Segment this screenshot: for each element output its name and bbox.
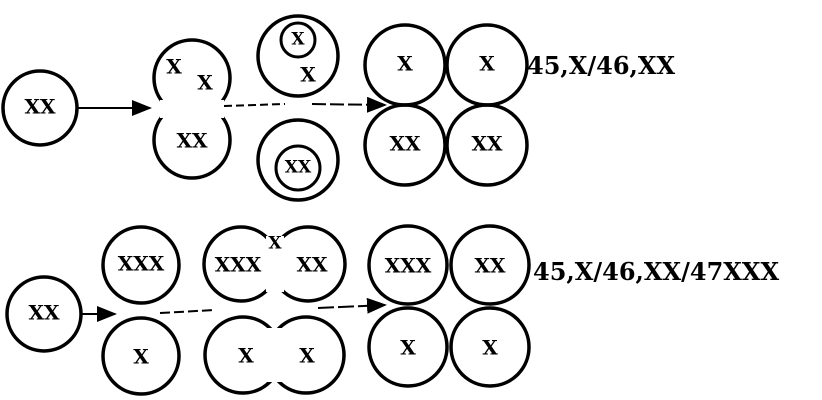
micronucleus xyxy=(279,21,317,59)
cell-label: X xyxy=(166,55,182,79)
zygote-cell xyxy=(1,69,79,147)
cell-label: X xyxy=(482,336,498,360)
arrow xyxy=(223,103,286,107)
karyotype-label: 45,X/46,XX/47XXX xyxy=(533,257,780,286)
karyotype-label: 45,X/46,XX xyxy=(527,51,676,80)
arrow xyxy=(311,96,387,113)
bottom-pathway: XX XXX X XXX X XX X X XXX XX X X 45,X/46… xyxy=(5,224,780,396)
result-cell xyxy=(363,103,447,187)
cell-label: XX xyxy=(389,132,421,156)
top-pathway: XX X X XX X X XX X X XX XX 45,X/46,XX xyxy=(1,14,676,202)
cell-label: X xyxy=(291,30,305,50)
split-cell-bottom xyxy=(101,316,181,396)
cell-label: X xyxy=(397,52,413,76)
result-cell xyxy=(367,224,449,306)
cell-label: XXX xyxy=(385,254,432,278)
daughter-cell-bottom xyxy=(256,118,340,202)
cell-label: X xyxy=(133,345,149,369)
arrow xyxy=(159,309,216,314)
cell-label: X xyxy=(268,234,282,254)
result-cell xyxy=(449,224,531,306)
nucleus xyxy=(274,144,322,192)
cell-label: XX xyxy=(471,132,503,156)
cell-label: X xyxy=(479,52,495,76)
split-cell-top xyxy=(101,225,181,305)
result-cell xyxy=(445,103,529,187)
result-cell xyxy=(367,306,449,388)
cell-label: X xyxy=(299,344,315,368)
arrow xyxy=(317,297,387,314)
zygote-cell xyxy=(5,275,83,353)
cell-label: X xyxy=(238,344,254,368)
cell-label: X xyxy=(400,336,416,360)
cell-label: X xyxy=(197,71,213,95)
result-cell xyxy=(449,306,531,388)
cell-label: XX xyxy=(176,129,208,153)
cell-label: XXX xyxy=(118,252,165,276)
cell-label: XX xyxy=(285,158,312,178)
daughter-cell-top xyxy=(256,14,340,98)
cell-label: X xyxy=(300,63,316,87)
cell-label: XXX xyxy=(215,253,262,277)
cell-label: XX xyxy=(474,254,506,278)
cell-label: XX xyxy=(28,301,60,325)
cell-label: XX xyxy=(24,95,56,119)
cell-label: XX xyxy=(296,253,328,277)
